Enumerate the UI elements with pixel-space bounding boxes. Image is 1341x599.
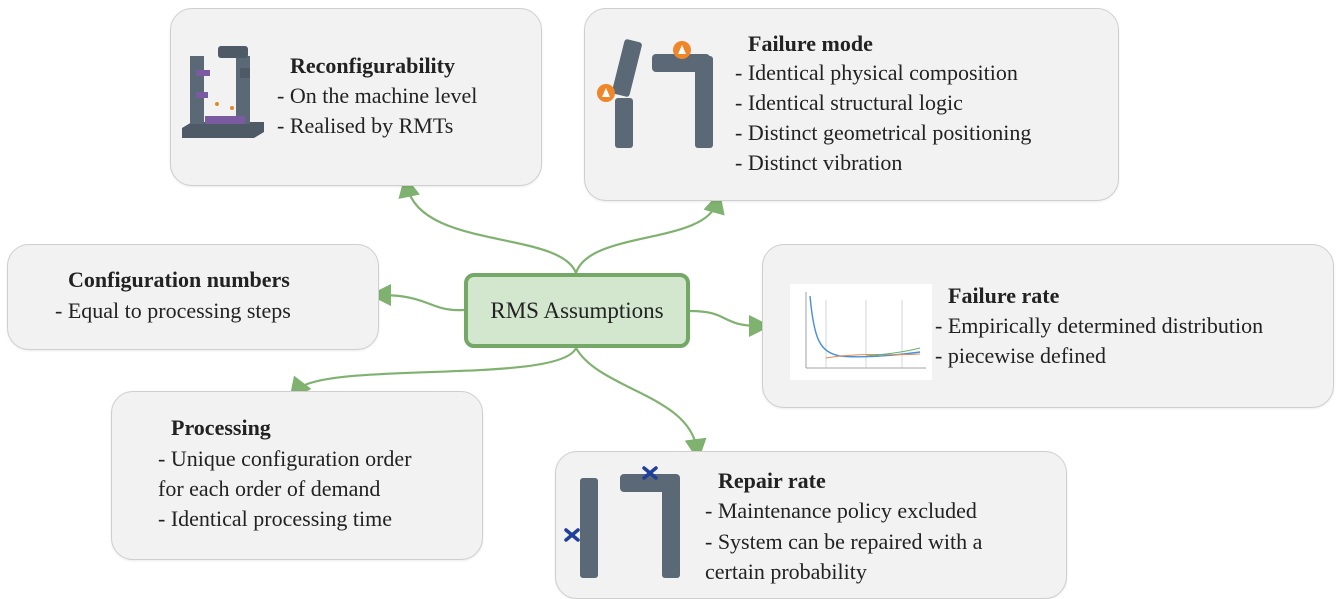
reconfigurability-line-2: - Realised by RMTs <box>277 113 454 138</box>
reconfigurability-box <box>170 8 542 186</box>
reconfigurability-line-1: - On the machine level <box>277 83 478 108</box>
failure-mode-title: Failure mode <box>748 31 873 56</box>
configuration-numbers-title: Configuration numbers <box>68 267 290 292</box>
repair-rate-title: Repair rate <box>718 468 826 493</box>
connector-reconfigurability <box>398 175 578 274</box>
failure-mode-line-4: - Distinct vibration <box>735 150 903 175</box>
configuration-numbers-box <box>7 244 379 350</box>
failure-mode-line-1: - Identical physical composition <box>735 60 1018 85</box>
processing-line-2: for each order of demand <box>158 476 381 501</box>
connector-failure-mode <box>574 191 725 274</box>
reconfigurability-title: Reconfigurability <box>290 53 455 78</box>
repair-rate-line-2: - System can be repaired with a <box>705 529 983 554</box>
configuration-numbers-line-1: - Equal to processing steps <box>55 298 291 323</box>
failure-rate-title: Failure rate <box>948 283 1060 308</box>
processing-line-3: - Identical processing time <box>158 506 392 531</box>
processing-line-1: - Unique configuration order <box>158 446 412 471</box>
center-node: RMS Assumptions <box>464 273 690 348</box>
repair-rate-line-3: certain probability <box>705 559 867 584</box>
connector-configuration-numbers <box>369 284 465 312</box>
failure-mode-line-2: - Identical structural logic <box>735 90 963 115</box>
failure-rate-line-1: - Empirically determined distribution <box>935 313 1264 338</box>
failure-mode-line-3: - Distinct geometrical positioning <box>735 120 1032 145</box>
connector-failure-rate <box>689 309 771 337</box>
failure-rate-line-2: - piecewise defined <box>935 343 1107 368</box>
connector-processing <box>289 347 578 400</box>
repair-rate-line-1: - Maintenance policy excluded <box>705 498 977 523</box>
processing-title: Processing <box>171 415 271 440</box>
processing-box <box>111 391 483 560</box>
connector-repair-rate <box>575 347 707 461</box>
failure-mode-box <box>584 8 1119 201</box>
